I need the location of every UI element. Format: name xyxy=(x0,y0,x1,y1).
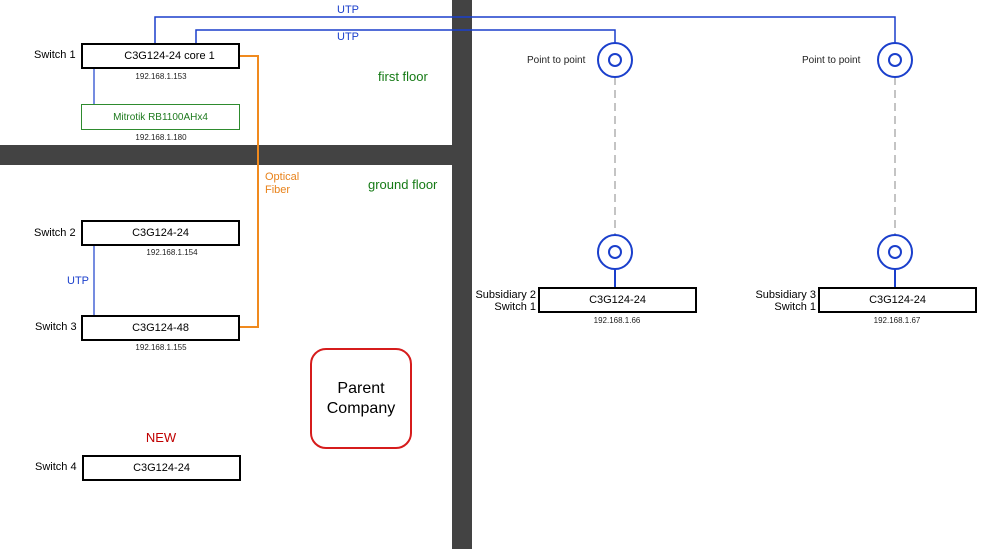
antenna-icon xyxy=(597,234,633,270)
subsidiary-2-label-line2: Switch 1 xyxy=(494,301,536,313)
switch-3-label: Switch 3 xyxy=(35,321,77,333)
antenna-icon xyxy=(597,42,633,78)
switch-4-node[interactable]: C3G124-24 xyxy=(82,455,241,481)
new-badge: NEW xyxy=(145,430,177,445)
subsidiary-2-ip: 192.168.1.66 xyxy=(593,316,641,325)
parent-company-line1: Parent xyxy=(337,379,385,397)
fiber-label-line2: Fiber xyxy=(265,184,291,196)
subsidiary-3-ip: 192.168.1.67 xyxy=(873,316,921,325)
p2p-label-3: Point to point xyxy=(802,55,861,66)
ground-floor-label: ground floor xyxy=(368,177,438,192)
utp-link-switch2-switch3 xyxy=(93,232,99,328)
antenna-icon xyxy=(877,234,913,270)
parent-company-node[interactable]: Parent Company xyxy=(310,348,412,449)
subsidiary-2-model: C3G124-24 xyxy=(589,294,646,306)
switch-2-model: C3G124-24 xyxy=(132,227,189,239)
utp-label-top: UTP xyxy=(337,4,359,16)
switch-1-label: Switch 1 xyxy=(34,49,76,61)
switch-1-node[interactable]: C3G124-24 core 1 xyxy=(81,43,240,69)
parent-company-line2: Company xyxy=(326,399,396,417)
subsidiary-2-label-line1: Subsidiary 2 xyxy=(475,289,536,301)
subsidiary-3-label-line2: Switch 1 xyxy=(774,301,816,313)
switch-2-ip: 192.168.1.154 xyxy=(146,248,198,257)
router-model: Mitrotik RB1100AHx4 xyxy=(113,111,208,123)
subsidiary-3-switch-node[interactable]: C3G124-24 xyxy=(818,287,977,313)
switch-3-node[interactable]: C3G124-48 xyxy=(81,315,240,341)
wall-vertical xyxy=(452,0,472,549)
switch-3-model: C3G124-48 xyxy=(132,322,189,334)
wall-floor-divider xyxy=(0,145,452,165)
switch-2-node[interactable]: C3G124-24 xyxy=(81,220,240,246)
utp-label-second: UTP xyxy=(337,31,359,43)
router-node[interactable]: Mitrotik RB1100AHx4 xyxy=(81,104,240,130)
switch-3-ip: 192.168.1.155 xyxy=(135,343,187,352)
switch-1-ip: 192.168.1.153 xyxy=(135,72,187,81)
switch-1-model: C3G124-24 core 1 xyxy=(124,50,215,62)
fiber-label: Optical Fiber xyxy=(265,171,299,197)
fiber-link xyxy=(239,55,259,328)
switch-4-model: C3G124-24 xyxy=(133,462,190,474)
antenna-icon xyxy=(877,42,913,78)
switch-2-label: Switch 2 xyxy=(34,227,76,239)
router-ip: 192.168.1.180 xyxy=(135,133,187,142)
utp-link-subsidiary-3 xyxy=(154,16,896,43)
subsidiary-2-label: Subsidiary 2 Switch 1 xyxy=(474,289,536,313)
switch-4-label: Switch 4 xyxy=(35,461,77,473)
subsidiary-2-switch-node[interactable]: C3G124-24 xyxy=(538,287,697,313)
first-floor-label: first floor xyxy=(378,69,428,84)
p2p-label-2: Point to point xyxy=(527,55,586,66)
subsidiary-3-model: C3G124-24 xyxy=(869,294,926,306)
fiber-label-line1: Optical xyxy=(265,171,300,183)
subsidiary-3-label-line1: Subsidiary 3 xyxy=(755,289,816,301)
utp-link-subsidiary-2 xyxy=(195,29,616,43)
subsidiary-3-label: Subsidiary 3 Switch 1 xyxy=(752,289,816,313)
utp-label-local: UTP xyxy=(67,275,89,287)
